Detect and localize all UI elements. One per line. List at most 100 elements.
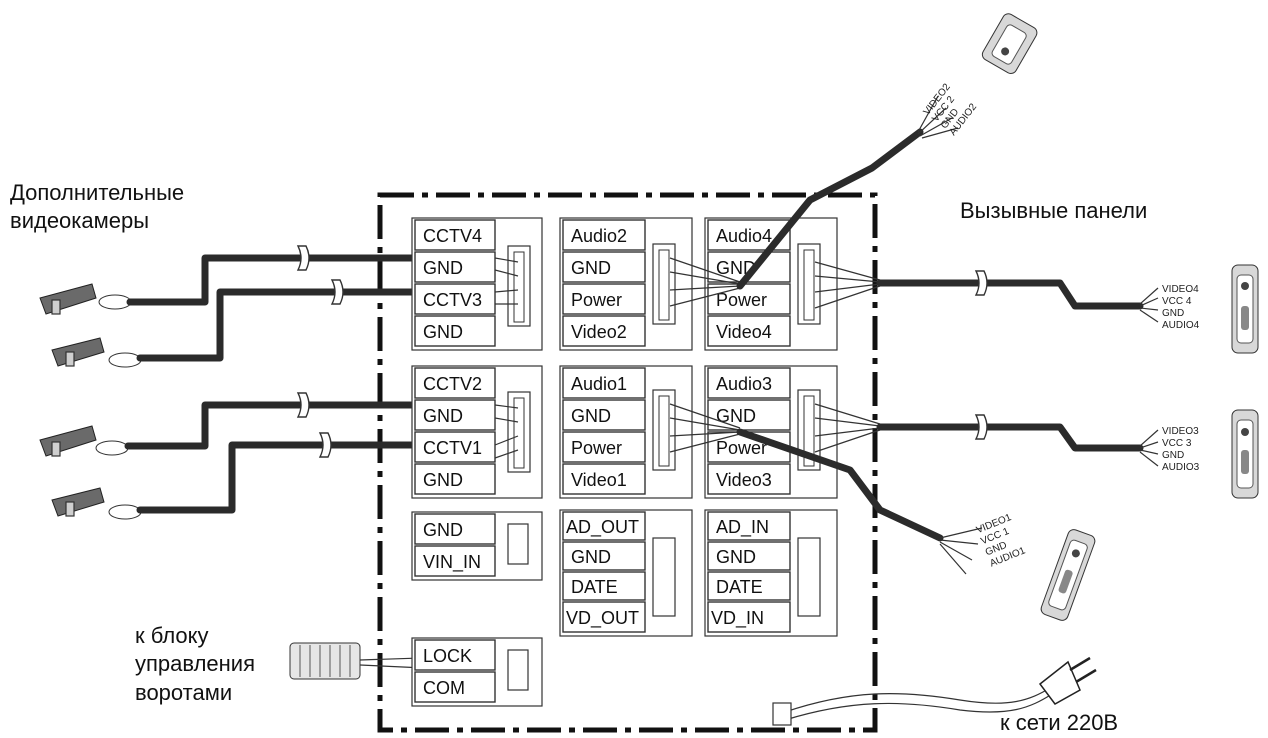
gate-controller (289, 642, 361, 680)
term-lock: LOCK (423, 646, 472, 666)
term-cctv4: CCTV4 (423, 226, 482, 246)
label-call-panels: Вызывные панели (960, 198, 1147, 223)
term-gnd: GND (716, 258, 756, 278)
term-gnd: GND (423, 322, 463, 342)
call-panel-4 (1231, 264, 1259, 354)
wire-label: VIDEO4 (1162, 284, 1199, 295)
mains-cord-2 (784, 693, 1053, 721)
wire-fans (917, 95, 1159, 575)
monitor-outline (377, 192, 878, 733)
term-audio3: Audio3 (716, 374, 772, 394)
term-video3: Video3 (716, 470, 772, 490)
cable-panel2 (736, 128, 924, 290)
block-ad-out: AD_OUT GND DATE VD_OUT (559, 509, 693, 637)
block-panel3: Audio3 GND Power Video3 (704, 365, 838, 499)
call-panel-icon (981, 13, 1038, 74)
label-extra-cameras-1: Дополнительные (10, 180, 184, 205)
cable-cctv4 (126, 254, 509, 306)
block-cctv-b: CCTV2 GND CCTV1 GND (411, 365, 543, 499)
mains-entry (772, 702, 792, 726)
term-cctv3: CCTV3 (423, 290, 482, 310)
cable-breaks-right (974, 270, 988, 440)
term-gnd: GND (423, 520, 463, 540)
block-cctv-a: CCTV4 GND CCTV3 GND (411, 217, 543, 351)
mains-plug (1038, 656, 1097, 705)
term-power: Power (571, 290, 622, 310)
term-date: DATE (716, 577, 763, 597)
wire-label: GND (1162, 308, 1184, 319)
term-cctv1: CCTV1 (423, 438, 482, 458)
label-mains: к сети 220В (1000, 710, 1118, 735)
cable-panel1 (736, 428, 944, 542)
block-panel1: Audio1 GND Power Video1 (559, 365, 693, 499)
mains-cord-1 (784, 687, 1051, 713)
term-gnd: GND (571, 406, 611, 426)
call-panel-icon (1040, 529, 1096, 621)
wire-labels-panel3: VIDEO3 VCC 3 GND AUDIO3 (1162, 426, 1200, 473)
term-video1: Video1 (571, 470, 627, 490)
call-panel-icon (1231, 264, 1259, 354)
block-power-in: GND VIN_IN (411, 511, 543, 581)
cctv-camera-icon (51, 487, 142, 520)
connector-4pin (652, 537, 676, 617)
connector-2pin (507, 523, 529, 565)
wire-label: AUDIO3 (1162, 462, 1200, 473)
call-panel-2 (981, 13, 1038, 74)
wire-labels-panel2: VIDEO2 VCC 2 GND AUDIO2 (922, 81, 980, 137)
term-ad-out: AD_OUT (566, 517, 639, 538)
wire-labels-panel1: VIDEO1 VCC 1 GND AUDIO1 (975, 512, 1028, 569)
cctv-camera-icon (39, 425, 129, 457)
connector-2pin (507, 649, 529, 691)
camera-cctv4 (39, 283, 132, 315)
block-panel4: Audio4 GND Power Video4 (704, 217, 838, 351)
camera-cctv1 (51, 487, 142, 520)
camera-cctv2 (39, 425, 129, 457)
term-power: Power (716, 438, 767, 458)
label-gate-3: воротами (135, 680, 232, 705)
cable-cctv3 (136, 288, 509, 362)
term-video4: Video4 (716, 322, 772, 342)
term-gnd: GND (423, 470, 463, 490)
wire-label: VCC 4 (1162, 296, 1192, 307)
label-gate-2: управления (135, 651, 255, 676)
label-extra-cameras-2: видеокамеры (10, 208, 149, 233)
block-lock: LOCK COM (411, 637, 543, 707)
call-panel-3 (1231, 409, 1259, 499)
wire-label: GND (1162, 450, 1184, 461)
block-panel2: Audio2 GND Power Video2 (559, 217, 693, 351)
term-audio4: Audio4 (716, 226, 772, 246)
term-cctv2: CCTV2 (423, 374, 482, 394)
term-video2: Video2 (571, 322, 627, 342)
wire-label: VIDEO3 (1162, 426, 1199, 437)
term-gnd: GND (571, 258, 611, 278)
term-vin-in: VIN_IN (423, 552, 481, 573)
cable-panel4 (876, 279, 1144, 310)
term-audio2: Audio2 (571, 226, 627, 246)
wire-label: AUDIO4 (1162, 320, 1200, 331)
term-date: DATE (571, 577, 618, 597)
gate-controller-icon (289, 642, 361, 680)
camera-cctv3 (51, 337, 142, 368)
term-vd-in: VD_IN (711, 608, 764, 629)
cable-cctv1 (136, 441, 509, 514)
term-power: Power (571, 438, 622, 458)
term-gnd: GND (716, 547, 756, 567)
cable-cctv2 (124, 401, 509, 450)
cctv-camera-icon (39, 283, 132, 315)
term-audio1: Audio1 (571, 374, 627, 394)
term-gnd: GND (571, 547, 611, 567)
cctv-camera-icon (51, 337, 142, 368)
term-power: Power (716, 290, 767, 310)
term-gnd: GND (716, 406, 756, 426)
term-vd-out: VD_OUT (566, 608, 639, 629)
term-gnd: GND (423, 258, 463, 278)
term-com: COM (423, 678, 465, 698)
mains-plug-icon (1038, 656, 1097, 705)
cable-breaks-left (296, 245, 344, 458)
term-gnd: GND (423, 406, 463, 426)
connector-wires (494, 257, 881, 459)
connector-4pin (797, 537, 821, 617)
block-ad-in: AD_IN GND DATE VD_IN (704, 509, 838, 637)
